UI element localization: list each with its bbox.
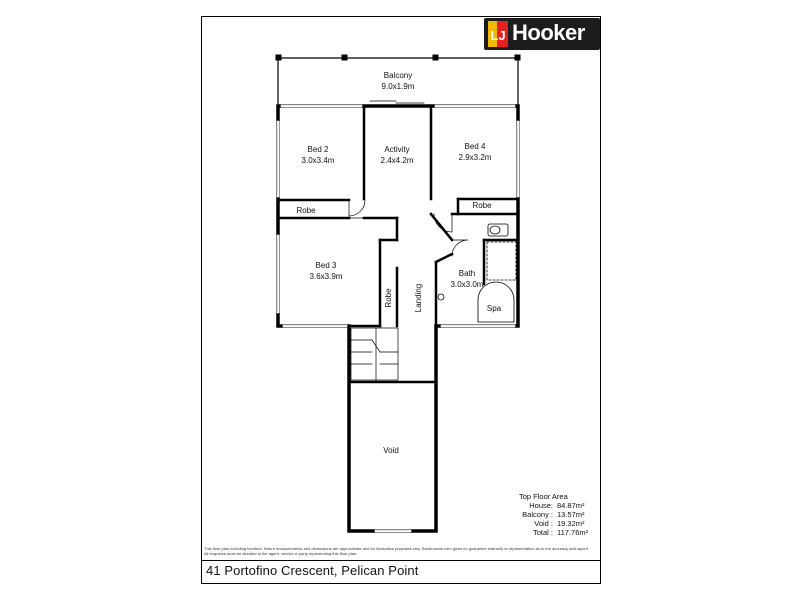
activity-label: Activity	[384, 145, 409, 154]
bed4-dims: 2.9x3.2m	[459, 153, 492, 162]
property-address: 41 Portofino Crescent, Pelican Point	[206, 563, 419, 578]
brand-name: Hooker	[512, 20, 585, 45]
void-label: Void	[383, 446, 399, 455]
bath-dims: 3.0x3.0m	[451, 280, 484, 289]
staircase	[350, 327, 399, 381]
bed2-label: Bed 2	[308, 145, 329, 154]
activity-dims: 2.4x4.2m	[381, 156, 414, 165]
bed4-label: Bed 4	[465, 142, 486, 151]
robe-left-label: Robe	[296, 206, 316, 215]
page-frame	[201, 16, 601, 584]
shower-icon	[486, 241, 517, 281]
area-summary: Top Floor Area House:84.87m² Balcony :13…	[507, 492, 588, 537]
area-row-balcony: Balcony :13.57m²	[522, 510, 585, 519]
bath-label: Bath	[459, 269, 475, 278]
windows	[276, 104, 520, 533]
bed3-dims: 3.6x3.9m	[310, 272, 343, 281]
balcony-label: Balcony	[384, 71, 412, 80]
lj-logo-icon: LJ	[488, 21, 508, 47]
area-row-void: Void :19.32m²	[534, 519, 585, 528]
sliding-door	[369, 100, 425, 104]
area-row-total: Total :117.76m²	[532, 528, 589, 537]
landing-label: Landing	[414, 284, 423, 312]
footer-divider	[201, 560, 601, 561]
bed2-dims: 3.0x3.4m	[302, 156, 335, 165]
toilet-icon	[487, 223, 509, 237]
area-row-house: House:84.87m²	[529, 501, 585, 510]
spa-label: Spa	[487, 304, 502, 313]
lj-hooker-logo: LJ Hooker	[484, 18, 600, 50]
disclaimer-text: This floor plan including furniture, fix…	[204, 546, 589, 556]
basin-icon	[437, 293, 445, 301]
bath-fixtures	[437, 223, 517, 323]
room-labels: Balcony 9.0x1.9m Bed 2 3.0x3.4m Activity…	[296, 71, 501, 455]
balcony-outline	[275, 54, 521, 107]
interior-walls	[276, 104, 520, 384]
door-swings	[348, 199, 469, 257]
robe-right-label: Robe	[472, 201, 492, 210]
area-title: Top Floor Area	[519, 492, 568, 501]
svg-text:LJ: LJ	[490, 28, 505, 43]
balcony-dims: 9.0x1.9m	[382, 82, 415, 91]
bed3-label: Bed 3	[316, 261, 337, 270]
spa-icon	[477, 281, 515, 323]
robe-vertical-label: Robe	[384, 288, 393, 308]
